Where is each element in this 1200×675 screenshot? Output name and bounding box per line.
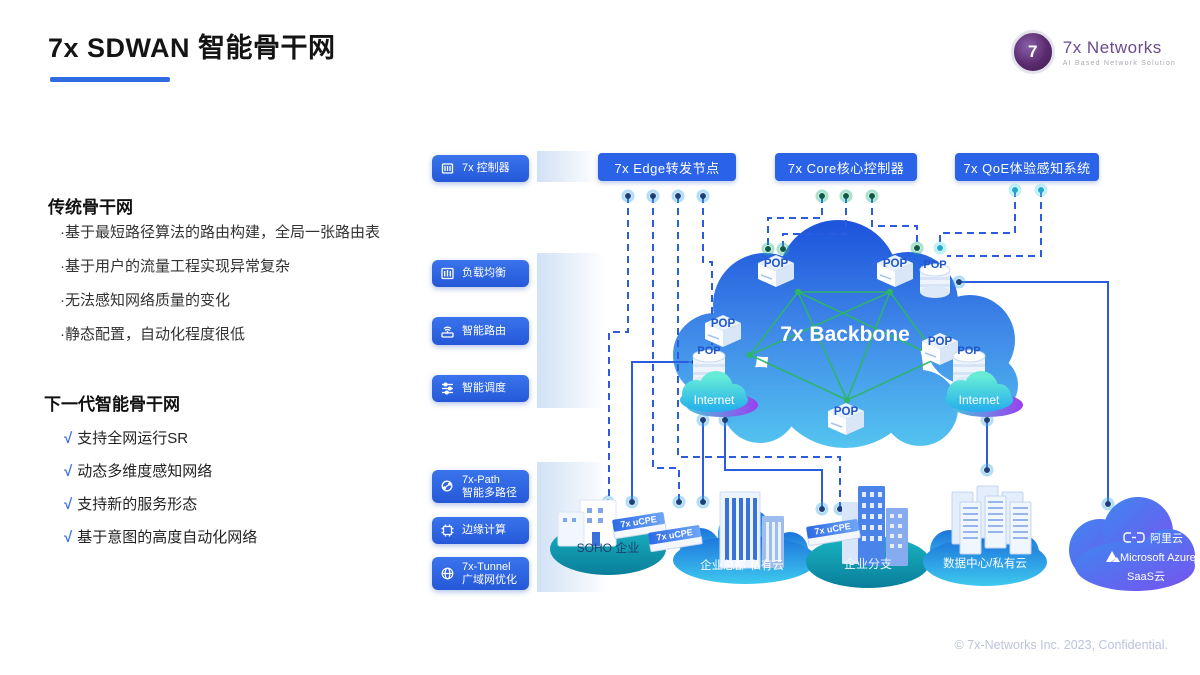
svg-text:POP: POP: [834, 406, 859, 418]
traditional-backbone-heading: 传统骨干网: [48, 198, 133, 217]
azure-icon: [1106, 551, 1120, 562]
feature-button-smart-schedule: 智能调度: [432, 375, 529, 402]
site-label: 企业总部 私有云: [700, 558, 784, 572]
feature-button-edge-computing: 边缘计算: [432, 517, 529, 544]
ucpe-device: 7x uCPE: [648, 525, 703, 553]
nextgen-backbone-list: √支持全网运行SR √动态多维度感知网络 √支持新的服务形态 √基于意图的高度自…: [64, 422, 444, 554]
connector-band: [537, 151, 599, 182]
check-icon: √: [64, 463, 73, 480]
svg-text:POP: POP: [957, 345, 980, 357]
svg-text:POP: POP: [883, 258, 908, 270]
tunnel-globe-icon: [440, 566, 455, 581]
branch-buildings-icon: [842, 486, 908, 566]
pop-node: POP: [705, 315, 741, 347]
node-button-core: 7x Core核心控制器: [775, 153, 917, 181]
svg-text:Microsoft Azure: Microsoft Azure: [1120, 552, 1196, 564]
svg-text:POP: POP: [928, 336, 953, 348]
site-datacenter: 数据中心/私有云: [923, 485, 1047, 586]
controller-icon: [440, 161, 455, 176]
connector-band: [537, 253, 605, 408]
logo-tagline: AI Based Network Solution: [1062, 59, 1176, 67]
svg-text:POP: POP: [923, 259, 946, 271]
soho-buildings-icon: [557, 499, 617, 547]
edge-computing-icon: [440, 523, 455, 538]
feature-button-load-balance: 负载均衡: [432, 260, 529, 287]
ucpe-device: 7x uCPE: [806, 519, 861, 547]
internet-cloud-left: Internet: [680, 371, 758, 417]
node-button-qoe: 7x QoE体验感知系统: [955, 153, 1099, 181]
smart-route-icon: [440, 324, 455, 339]
pop-node: POP: [828, 403, 864, 435]
list-item: ·无法感知网络质量的变化: [60, 292, 231, 309]
confidential-note: © 7x-Networks Inc. 2023, Confidential.: [954, 638, 1168, 652]
svg-text:阿里云: 阿里云: [1150, 532, 1183, 545]
traditional-backbone-list: ·基于最短路径算法的路由构建，全局一张路由表 ·基于用户的流量工程实现异常复杂 …: [60, 216, 520, 352]
multipath-icon: [440, 479, 455, 494]
smart-schedule-icon: [440, 381, 455, 396]
check-icon: √: [64, 496, 73, 513]
check-icon: √: [64, 529, 73, 546]
svg-text:Internet: Internet: [694, 393, 735, 407]
site-soho: 7x uCPE SOHO 企业: [550, 499, 667, 575]
list-item: ·静态配置，自动化程度很低: [60, 326, 246, 343]
site-label: 企业分支: [844, 556, 892, 571]
title-accent-bar: [50, 77, 170, 82]
load-balance-icon: [440, 266, 455, 281]
svg-text:POP: POP: [711, 318, 736, 330]
check-icon: √: [64, 430, 73, 447]
ucpe-device: 7x uCPE: [612, 512, 667, 540]
pop-node: POP: [758, 255, 794, 287]
site-hq: 7x uCPE 企业总部 私有云: [648, 491, 817, 584]
list-item: ·基于用户的流量工程实现异常复杂: [60, 258, 291, 275]
logo-globe-icon: 7: [1010, 30, 1055, 74]
pop-node: POP: [922, 333, 958, 365]
list-item: √动态多维度感知网络: [64, 463, 213, 480]
feature-button-controller: 7x 控制器: [432, 155, 529, 182]
company-logo: 7 7x Networks AI Based Network Solution: [1010, 30, 1176, 74]
list-item: √基于意图的高度自动化网络: [64, 529, 258, 546]
list-item: ·基于最短路径算法的路由构建，全局一张路由表: [60, 224, 381, 241]
backbone-mesh: [749, 291, 939, 401]
feature-button-smart-route: 智能路由: [432, 317, 529, 345]
svg-text:SaaS云: SaaS云: [1127, 571, 1165, 583]
page-title: 7x SDWAN 智能骨干网: [48, 33, 336, 63]
internet-cloud-right: Internet: [945, 371, 1023, 417]
dashed-links: [608, 190, 1042, 507]
site-label: 数据中心/私有云: [943, 556, 1027, 570]
site-branch: 7x uCPE 企业分支: [806, 486, 930, 588]
pop-node: POP: [877, 255, 913, 287]
hq-building-icon: [719, 491, 784, 569]
server-racks-icon: [951, 485, 1032, 555]
logo-brand-text: 7x Networks: [1062, 37, 1162, 57]
site-saas-cloud: 阿里云 Microsoft Azure SaaS云: [1069, 497, 1196, 591]
list-item: √支持全网运行SR: [64, 430, 189, 447]
svg-text:POP: POP: [764, 258, 789, 270]
solid-links: [631, 281, 1109, 507]
svg-text:Internet: Internet: [959, 393, 1000, 407]
pop-node-cylinder: POP: [919, 259, 951, 298]
list-item: √支持新的服务形态: [64, 496, 198, 513]
nextgen-backbone-heading: 下一代智能骨干网: [44, 395, 180, 414]
backbone-label: 7x Backbone: [780, 323, 910, 346]
site-label: SOHO 企业: [577, 540, 640, 555]
node-button-edge: 7x Edge转发节点: [598, 153, 736, 181]
svg-text:POP: POP: [697, 345, 720, 357]
alibaba-cloud-icon: [1123, 532, 1145, 543]
